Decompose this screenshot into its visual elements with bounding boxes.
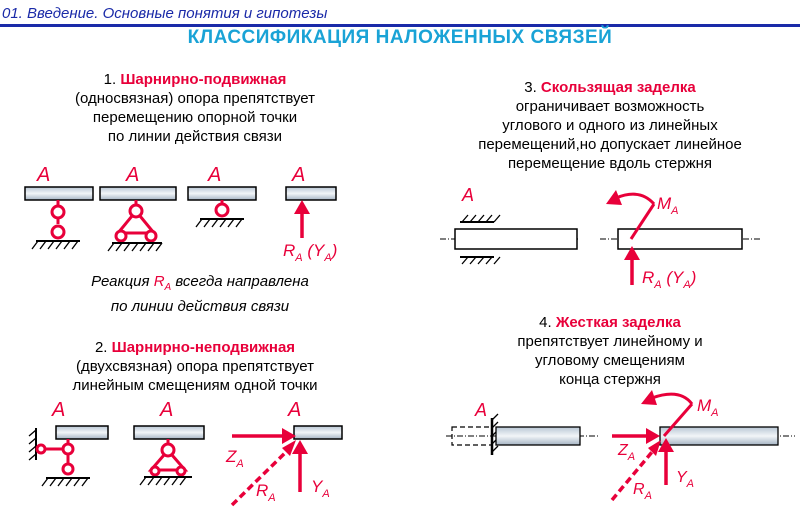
roller-support-4	[285, 186, 337, 238]
section-1-text: 1. Шарнирно-подвижная (односвязная) опор…	[20, 70, 370, 146]
reaction-label: RA (YA)	[642, 268, 696, 291]
reaction-y-label: YA	[676, 469, 694, 490]
section-3-text: 3. Скользящая заделка ограничивает возмо…	[440, 78, 780, 173]
reaction-r-label: RA	[256, 481, 276, 504]
section-2-text: 2. Шарнирно-неподвижная (двухсвязная) оп…	[20, 338, 370, 395]
moment-label: MA	[657, 194, 679, 217]
label-a: A	[125, 164, 139, 186]
sliding-clamp-support	[440, 214, 580, 265]
section-1-name: Шарнирно-подвижная	[120, 71, 287, 88]
sliding-clamp-reactions	[600, 190, 760, 285]
section-1-note: Реакция RA всегда направлена по линии де…	[91, 273, 309, 315]
section-4-name: Жесткая заделка	[555, 314, 681, 331]
moment-label: MA	[697, 396, 719, 419]
pinned-support-triangle	[133, 425, 205, 486]
fixed-clamp-reactions	[610, 390, 795, 502]
header-rule	[0, 24, 800, 27]
fixed-clamp-support	[446, 413, 600, 455]
section-2-name: Шарнирно-неподвижная	[111, 339, 296, 356]
header-title: 01. Введение. Основные понятия и гипотез…	[2, 5, 328, 22]
pinned-support-wall	[28, 425, 109, 487]
label-a: A	[36, 164, 50, 186]
section-3-name: Скользящая заделка	[540, 79, 696, 96]
label-a: A	[159, 399, 173, 421]
label-a: A	[474, 400, 487, 420]
roller-support-1	[24, 186, 94, 250]
section-1-heading: 1. Шарнирно-подвижная	[103, 71, 287, 88]
reaction-label: RA (YA)	[283, 241, 337, 264]
page-title: КЛАССИФИКАЦИЯ НАЛОЖЕННЫХ СВЯЗЕЙ	[187, 27, 613, 48]
label-a: A	[291, 164, 305, 186]
reaction-z-label: ZA	[617, 442, 635, 463]
reaction-y-label: YA	[311, 477, 330, 500]
section-4-heading: 4. Жесткая заделка	[539, 314, 681, 331]
header: 01. Введение. Основные понятия и гипотез…	[0, 0, 800, 27]
pinned-support-reactions	[230, 425, 343, 507]
section-2-heading: 2. Шарнирно-неподвижная	[94, 339, 296, 356]
section-4-text: 4. Жесткая заделка препятствует линейном…	[440, 313, 780, 389]
reaction-r-label: RA	[633, 481, 652, 502]
reaction-z-label: ZA	[225, 447, 244, 470]
label-a: A	[287, 399, 301, 421]
roller-support-2	[99, 186, 177, 252]
label-a: A	[207, 164, 221, 186]
section-3-heading: 3. Скользящая заделка	[524, 79, 696, 96]
label-a: A	[51, 399, 65, 421]
roller-support-3	[187, 186, 257, 228]
label-a: A	[461, 185, 474, 205]
